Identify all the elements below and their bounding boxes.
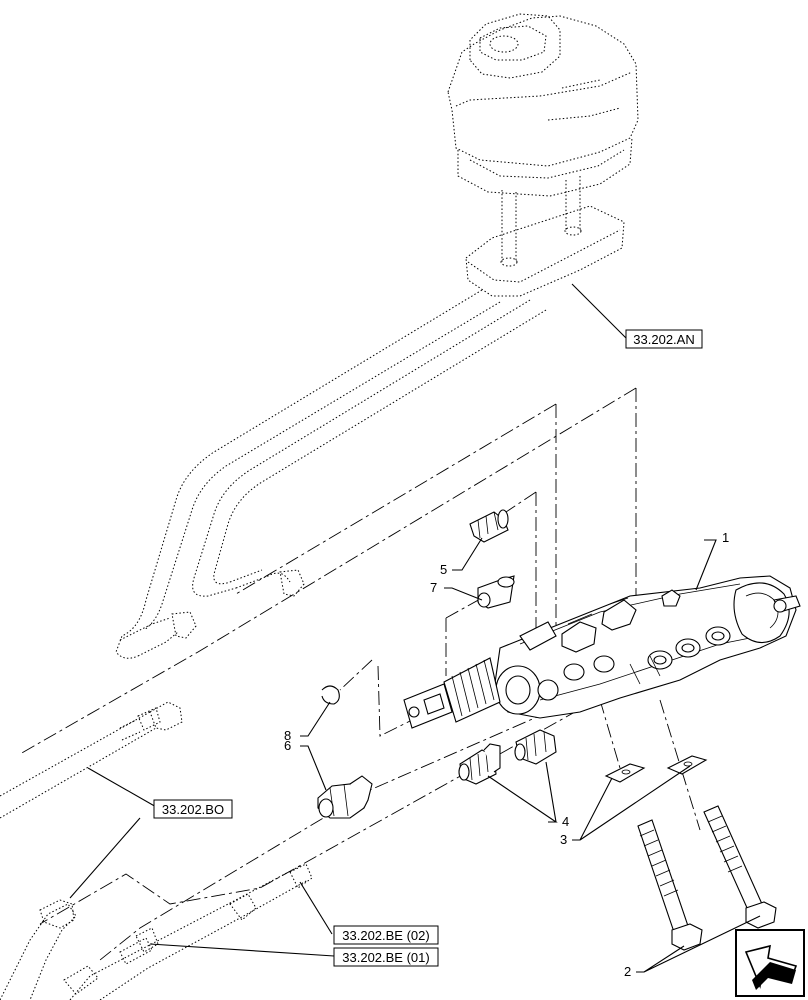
- reservoir-tank: [447, 13, 639, 297]
- callout-5: 5: [440, 562, 447, 577]
- hose-pipe: [115, 289, 547, 659]
- arrow-navigation-icon[interactable]: [735, 929, 805, 997]
- fittings-4: [458, 729, 557, 785]
- pin-7: [477, 575, 515, 609]
- washers-3: [604, 755, 708, 783]
- leader-lines: [69, 283, 761, 973]
- callout-1: 1: [722, 530, 729, 545]
- callout-4: 4: [562, 814, 569, 829]
- reference-bo[interactable]: 33.202.BO: [153, 799, 233, 819]
- reference-be-01-label: 33.202.BE (01): [342, 950, 429, 965]
- callout-7: 7: [430, 580, 437, 595]
- callout-6: 6: [284, 738, 291, 753]
- bolts-2: [637, 805, 777, 951]
- reference-be-02[interactable]: 33.202.BE (02): [333, 925, 439, 945]
- reference-an[interactable]: 33.202.AN: [625, 329, 703, 349]
- fitting-5: [469, 509, 509, 543]
- callout-8: 8: [284, 728, 291, 743]
- lower-pipes: [0, 701, 313, 1000]
- reference-be-02-label: 33.202.BE (02): [342, 928, 429, 943]
- clip-8: [321, 685, 340, 705]
- valve-body: [403, 575, 801, 729]
- fitting-6: [317, 775, 373, 819]
- callout-2: 2: [624, 964, 631, 979]
- reference-be-01[interactable]: 33.202.BE (01): [333, 947, 439, 967]
- reference-bo-label: 33.202.BO: [162, 802, 224, 817]
- callout-labels: 1 2 3 4 5 6 7 8: [284, 530, 729, 979]
- callout-3: 3: [560, 832, 567, 847]
- reference-an-label: 33.202.AN: [633, 332, 694, 347]
